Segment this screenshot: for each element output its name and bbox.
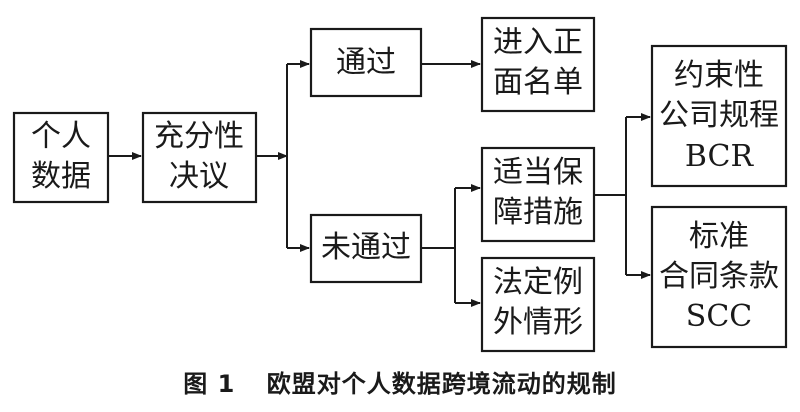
node-derogations: 法定例 外情形 xyxy=(480,256,596,353)
node-adequacy-decision: 充分性 决议 xyxy=(141,111,258,204)
node-bcr-line-3: BCR xyxy=(685,139,755,174)
node-bcr-line-2: 公司规程 xyxy=(659,98,779,133)
node-scc-line-2: 合同条款 xyxy=(659,259,779,294)
node-scc: 标准 合同条款 SCC xyxy=(650,205,788,349)
node-safeguards: 适当保 障措施 xyxy=(480,146,596,243)
node-safeguards-line-2: 障措施 xyxy=(493,195,583,230)
figure-caption: 图 1 欧盟对个人数据跨境流动的规制 xyxy=(0,364,800,399)
node-whitelist: 进入正 面名单 xyxy=(480,16,596,113)
node-personal-data-line-1: 个人 xyxy=(31,119,91,154)
node-derogations-line-2: 外情形 xyxy=(493,305,583,340)
node-adequacy-decision-line-2: 决议 xyxy=(169,159,229,194)
node-whitelist-line-1: 进入正 xyxy=(493,25,583,60)
node-derogations-line-1: 法定例 xyxy=(493,265,583,300)
node-scc-line-1: 标准 xyxy=(689,219,749,254)
node-personal-data: 个人 数据 xyxy=(12,111,110,204)
node-adequacy-decision-line-1: 充分性 xyxy=(154,119,244,154)
edges xyxy=(108,60,651,307)
node-not-passed: 未通过 xyxy=(309,213,423,284)
node-passed-label: 通过 xyxy=(336,45,396,80)
node-whitelist-line-2: 面名单 xyxy=(493,65,583,100)
node-not-passed-label: 未通过 xyxy=(321,230,411,265)
figure-number: 图 1 xyxy=(183,370,236,398)
node-personal-data-line-2: 数据 xyxy=(31,159,91,194)
node-bcr: 约束性 公司规程 BCR xyxy=(650,44,788,188)
node-scc-line-3: SCC xyxy=(686,299,752,334)
node-safeguards-line-1: 适当保 xyxy=(493,155,583,190)
node-bcr-line-1: 约束性 xyxy=(674,58,764,93)
figure-title: 欧盟对个人数据跨境流动的规制 xyxy=(266,370,617,398)
node-passed: 通过 xyxy=(309,27,423,98)
